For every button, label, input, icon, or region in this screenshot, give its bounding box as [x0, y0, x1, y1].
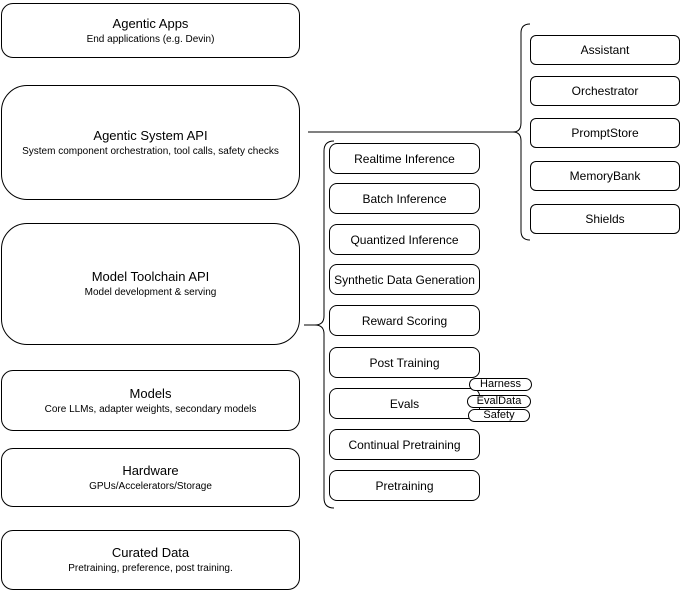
eval-tag-safety: Safety — [468, 409, 530, 422]
component-label: MemoryBank — [569, 169, 641, 183]
node-hardware-subtitle: GPUs/Accelerators/Storage — [89, 480, 212, 492]
toolchain-item-label: Reward Scoring — [361, 313, 448, 328]
components-curly-brace — [512, 23, 531, 241]
toolchain-item-continual-pretraining: Continual Pretraining — [329, 429, 480, 460]
toolchain-item-batch-inference: Batch Inference — [329, 183, 480, 214]
toolchain-item-label: Pretraining — [375, 478, 434, 493]
component-assistant: Assistant — [530, 35, 680, 65]
toolchain-item-label: Realtime Inference — [354, 151, 455, 166]
toolchain-item-realtime-inference: Realtime Inference — [329, 143, 480, 174]
toolchain-curly-brace — [314, 140, 335, 509]
eval-tag-label: Harness — [480, 378, 521, 390]
toolchain-item-label: Evals — [389, 396, 420, 411]
node-hardware-title: Hardware — [122, 462, 179, 478]
node-agentic-system-api-subtitle: System component orchestration, tool cal… — [22, 145, 279, 157]
component-label: Shields — [585, 212, 625, 226]
toolchain-item-quantized-inference: Quantized Inference — [329, 224, 480, 255]
toolchain-item-label: Post Training — [369, 355, 440, 370]
component-orchestrator: Orchestrator — [530, 76, 680, 106]
node-agentic-system-api-title: Agentic System API — [93, 127, 208, 143]
component-promptstore: PromptStore — [530, 118, 680, 148]
toolchain-item-label: Batch Inference — [362, 191, 447, 206]
eval-tag-label: Safety — [483, 409, 515, 421]
node-agentic-apps-title: Agentic Apps — [112, 15, 189, 31]
toolchain-item-label: Quantized Inference — [350, 232, 459, 247]
component-label: Assistant — [580, 43, 630, 57]
node-curated-data: Curated Data Pretraining, preference, po… — [1, 530, 300, 590]
toolchain-item-evals: Evals — [329, 388, 480, 419]
node-model-toolchain-api-subtitle: Model development & serving — [84, 287, 217, 298]
toolchain-item-reward-scoring: Reward Scoring — [329, 305, 480, 336]
toolchain-item-pretraining: Pretraining — [329, 470, 480, 501]
component-memorybank: MemoryBank — [530, 161, 680, 191]
toolchain-item-post-training: Post Training — [329, 347, 480, 378]
eval-tag-harness: Harness — [469, 378, 532, 391]
toolchain-item-synthetic-data-generation: Synthetic Data Generation — [329, 264, 480, 295]
node-hardware: Hardware GPUs/Accelerators/Storage — [1, 448, 300, 507]
node-model-toolchain-api-title: Model Toolchain API — [91, 269, 210, 284]
node-model-toolchain-api: Model Toolchain API Model development & … — [1, 223, 300, 345]
component-label: Orchestrator — [571, 84, 639, 98]
eval-tag-label: EvalData — [476, 395, 522, 407]
node-curated-data-title: Curated Data — [111, 545, 190, 560]
node-agentic-system-api: Agentic System API System component orch… — [1, 85, 300, 200]
toolchain-item-label: Continual Pretraining — [348, 437, 461, 452]
node-models-subtitle: Core LLMs, adapter weights, secondary mo… — [44, 403, 257, 415]
node-models: Models Core LLMs, adapter weights, secon… — [1, 370, 300, 431]
toolchain-item-label: Synthetic Data Generation — [334, 272, 475, 287]
node-curated-data-subtitle: Pretraining, preference, post training. — [68, 563, 233, 574]
component-label: PromptStore — [571, 126, 639, 140]
node-models-title: Models — [129, 385, 172, 401]
component-shields: Shields — [530, 204, 680, 234]
eval-tag-evaldata: EvalData — [467, 395, 531, 408]
node-agentic-apps: Agentic Apps End applications (e.g. Devi… — [1, 3, 300, 58]
node-agentic-apps-subtitle: End applications (e.g. Devin) — [86, 33, 215, 45]
